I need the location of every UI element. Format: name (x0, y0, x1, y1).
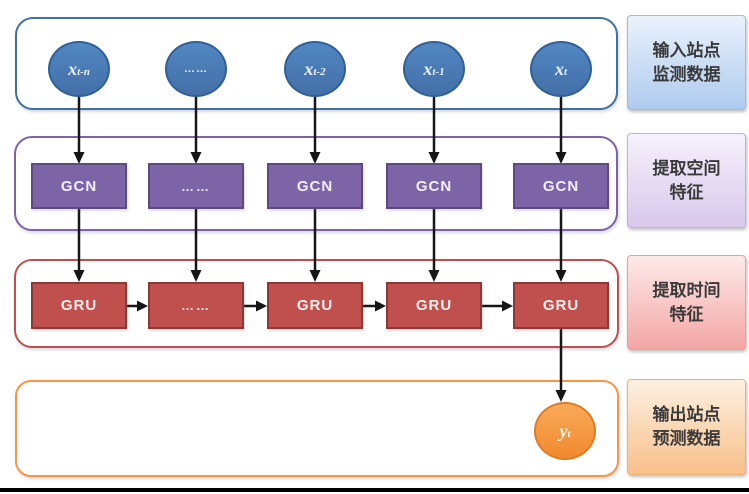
gru-box-label: GRU (415, 297, 453, 314)
gru-box-4: GRU (386, 282, 482, 329)
gcn-box-label: …… (181, 178, 211, 194)
side-label-output-data: 输出站点 预测数据 (627, 379, 746, 475)
gru-box-label: GRU (542, 297, 580, 314)
gru-box-label: GRU (60, 297, 98, 314)
side-label-line2: 特征 (669, 182, 704, 202)
input-node-label: x (68, 58, 78, 79)
input-node-label: x (304, 58, 314, 79)
gru-box-label: …… (181, 298, 211, 313)
side-label-spatial-features: 提取空间 特征 (627, 133, 746, 228)
gcn-box-4: GCN (386, 163, 482, 209)
output-node-subscript: t (567, 427, 571, 440)
side-label-line2: 预测数据 (652, 429, 721, 448)
gru-box-3: GRU (267, 282, 363, 329)
input-node-subscript: t-n (77, 65, 90, 78)
input-node-subscript: t (563, 65, 568, 78)
gcn-box-1: GCN (31, 163, 127, 209)
input-node-label: x (423, 58, 433, 79)
gru-box-1: GRU (31, 282, 127, 329)
side-label-temporal-features: 提取时间 特征 (627, 255, 746, 350)
input-node-subscript: t-2 (313, 65, 326, 78)
gru-box-5: GRU (513, 282, 609, 329)
output-layer-container (15, 380, 619, 477)
gcn-box-label: GCN (60, 177, 98, 195)
bottom-divider-rule (0, 488, 749, 492)
side-label-line2: 监测数据 (652, 64, 721, 84)
side-label-input-data: 输入站点 监测数据 (627, 15, 746, 110)
gcn-box-label: GCN (296, 177, 334, 195)
gru-box-ellipsis: …… (148, 282, 244, 329)
input-node-label: x (554, 58, 564, 79)
side-label-line1: 提取空间 (652, 158, 721, 178)
gcn-box-label: GCN (415, 177, 453, 195)
gcn-box-label: GCN (542, 177, 580, 195)
side-label-line1: 输出站点 (652, 405, 721, 424)
side-label-line2: 特征 (669, 304, 704, 324)
gru-box-label: GRU (296, 297, 334, 314)
input-node-label: …… (184, 63, 208, 75)
gcn-box-3: GCN (267, 163, 363, 209)
input-node-ellipsis: …… (165, 41, 227, 97)
gcn-box-5: GCN (513, 163, 609, 209)
input-node-subscript: t-1 (432, 65, 445, 78)
side-label-line1: 输入站点 (652, 40, 721, 60)
side-label-line1: 提取时间 (652, 280, 721, 300)
output-node-label: y (559, 420, 568, 441)
gcn-box-ellipsis: …… (148, 163, 244, 209)
